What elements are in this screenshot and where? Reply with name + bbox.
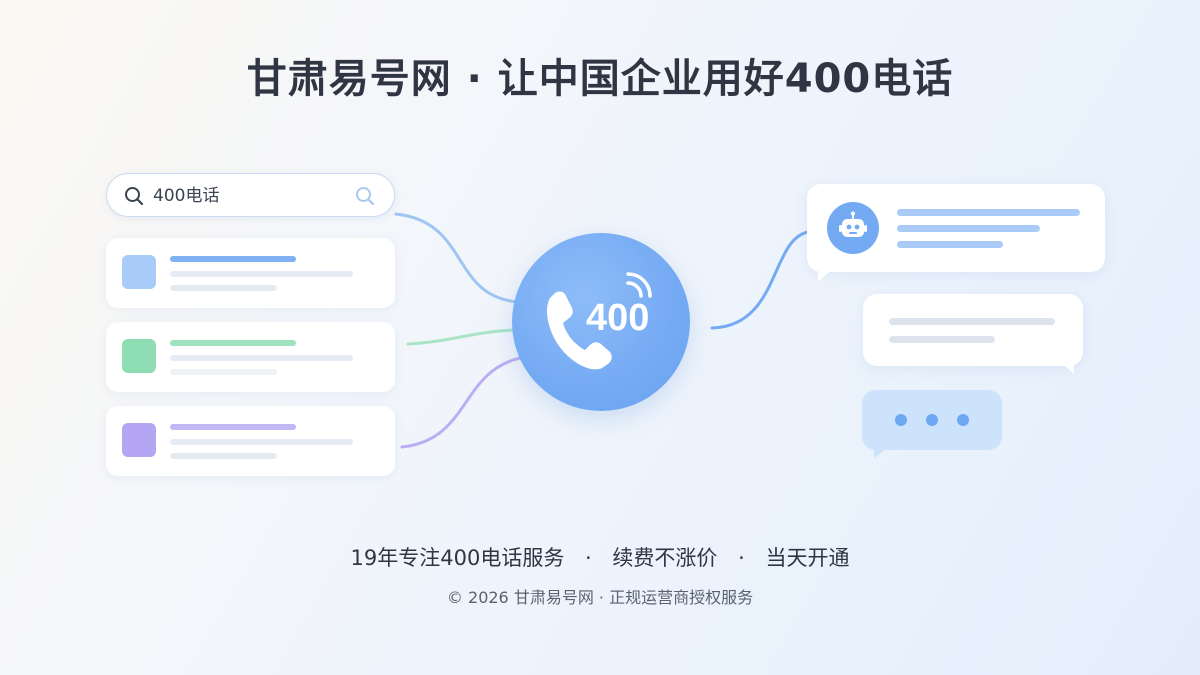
result-card-blue[interactable] xyxy=(106,238,395,308)
search-icon xyxy=(125,187,144,206)
typing-dot xyxy=(957,414,969,426)
result-text-line xyxy=(170,285,277,291)
bubble-tail xyxy=(1058,360,1074,374)
phone-icon xyxy=(547,291,612,370)
bot-avatar xyxy=(827,202,879,254)
bubble-tail xyxy=(874,446,890,458)
result-text-line xyxy=(170,439,353,445)
result-text-line xyxy=(170,271,353,277)
reply-message-bubble xyxy=(863,294,1083,366)
tagline-item: 当天开通 xyxy=(765,546,850,570)
typing-indicator-bubble xyxy=(862,390,1002,450)
result-thumbnail xyxy=(122,339,156,373)
result-thumbnail xyxy=(122,255,156,289)
bubble-tail xyxy=(818,266,836,282)
search-input[interactable]: 400电话 xyxy=(153,186,220,206)
tagline-item: 19年专注400电话服务 xyxy=(350,546,565,570)
robot-icon xyxy=(839,211,867,237)
result-text-line xyxy=(170,369,277,375)
hub-400-circle: 400 xyxy=(512,233,690,411)
bot-message-bubble xyxy=(807,184,1105,272)
typing-dot xyxy=(926,414,938,426)
tagline-separator: · xyxy=(585,546,592,570)
page-headline: 甘肃易号网 · 让中国企业用好400电话 xyxy=(246,56,954,102)
message-line xyxy=(889,318,1055,325)
typing-dot xyxy=(895,414,907,426)
result-title-line xyxy=(170,424,296,430)
connector-card-purple xyxy=(400,356,522,449)
signal-icon xyxy=(626,272,652,298)
tagline-item: 续费不涨价 xyxy=(612,546,718,570)
tagline: 19年专注400电话服务 · 续费不涨价 · 当天开通 xyxy=(0,542,1200,572)
search-button-icon[interactable] xyxy=(354,185,376,207)
result-title-line xyxy=(170,340,296,346)
result-card-purple[interactable] xyxy=(106,406,395,476)
result-text-line xyxy=(170,355,353,361)
result-title-line xyxy=(170,256,296,262)
tagline-separator: · xyxy=(738,546,745,570)
copyright-text: © 2026 甘肃易号网 · 正规运营商授权服务 xyxy=(446,588,754,607)
connector-search xyxy=(394,212,520,304)
result-card-green[interactable] xyxy=(106,322,395,392)
message-line xyxy=(897,241,1003,248)
message-line xyxy=(897,209,1080,216)
message-line xyxy=(889,336,995,343)
result-text-line xyxy=(170,453,277,459)
message-line xyxy=(897,225,1040,232)
connector-card-green xyxy=(406,328,520,346)
search-bar[interactable]: 400电话 xyxy=(106,173,395,217)
connector-chat xyxy=(710,230,810,330)
result-thumbnail xyxy=(122,423,156,457)
hub-number: 400 xyxy=(586,297,650,339)
